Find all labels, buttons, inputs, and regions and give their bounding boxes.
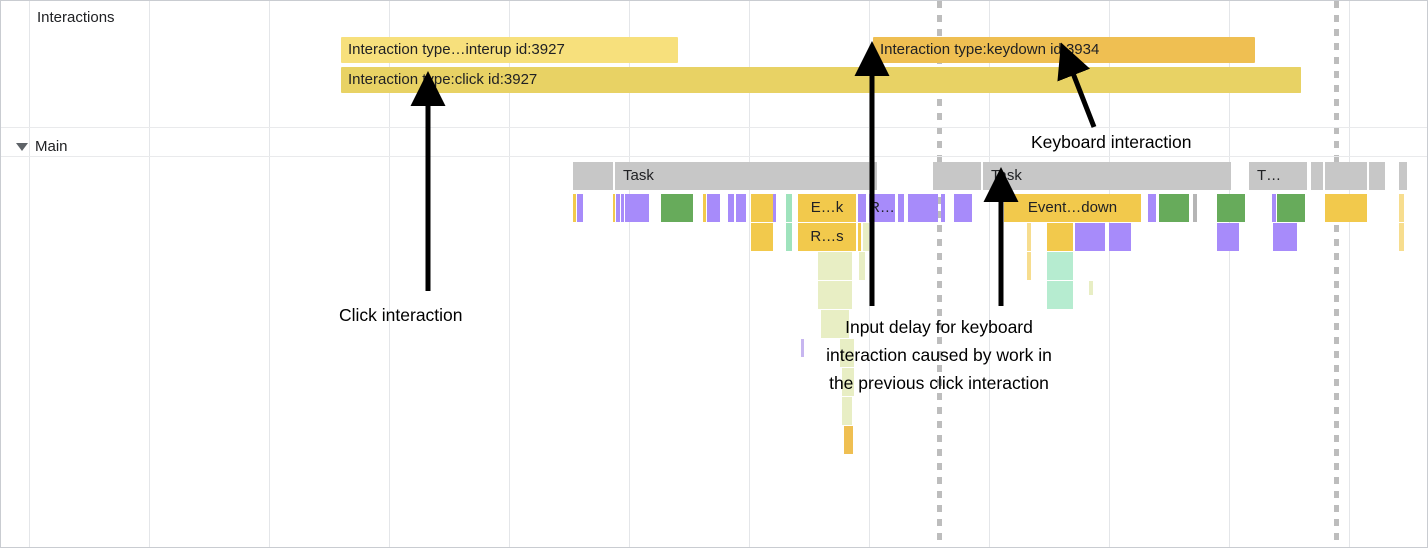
flame-bar-r1-9[interactable] [728, 194, 734, 222]
track-separator-0 [1, 127, 1427, 128]
gridline-0 [29, 1, 30, 547]
flame-bar-r1-22[interactable] [1148, 194, 1156, 222]
flame-bar-r1-2[interactable] [613, 194, 615, 222]
flame-bar-r1-4[interactable] [621, 194, 624, 222]
task-block-8[interactable] [1377, 162, 1385, 190]
flame-bar-deep-12[interactable] [844, 426, 853, 454]
flame-bar-r1-27[interactable] [1277, 194, 1305, 222]
flame-bar-r1-5[interactable] [625, 194, 649, 222]
flame-bar-deep-2[interactable] [1047, 252, 1073, 280]
flame-bar-r1-17[interactable] [898, 194, 904, 222]
flame-bar-r2-9[interactable] [1217, 223, 1239, 251]
flame-bar-r2-8[interactable] [1109, 223, 1131, 251]
flame-bar-r1-29[interactable] [1399, 194, 1404, 222]
gridline-2 [269, 1, 270, 547]
gridline-3 [389, 1, 390, 547]
gridline-4 [509, 1, 510, 547]
task-block-4[interactable]: T… [1249, 162, 1307, 190]
task-block-9[interactable] [1399, 162, 1407, 190]
gridline-9 [1109, 1, 1110, 547]
task-block-1[interactable]: Task [615, 162, 877, 190]
task-block-2[interactable] [933, 162, 981, 190]
flame-bar-deep-0[interactable] [818, 252, 852, 280]
flame-bar-r1-20[interactable] [954, 194, 972, 222]
flame-bar-r1-24[interactable] [1193, 194, 1197, 222]
task-block-0[interactable] [573, 162, 613, 190]
flame-bar-r2-1[interactable] [786, 223, 792, 251]
flame-bar-deep-8[interactable] [840, 339, 854, 367]
track-separator-1 [1, 156, 1427, 157]
gridline-11 [1349, 1, 1350, 547]
flame-bar-r1-3[interactable] [616, 194, 620, 222]
annotation-click-interaction: Click interaction [339, 305, 463, 325]
annotation-line: the previous click interaction [829, 373, 1049, 393]
flame-bar-deep-9[interactable] [801, 339, 804, 357]
flame-bar-r2-6[interactable] [1047, 223, 1073, 251]
flame-bar-r1-0[interactable] [573, 194, 576, 222]
flame-bar-deep-1[interactable] [859, 252, 865, 280]
annotation-input-delay: Input delay for keyboard interaction caus… [782, 313, 1096, 397]
dotted-marker-1 [1334, 1, 1339, 547]
gridline-8 [989, 1, 990, 547]
interaction-bar-keydown[interactable]: Interaction type:keydown id:3934 [873, 37, 1255, 63]
flame-bar-r2-11[interactable] [1399, 223, 1404, 251]
annotation-line: Input delay for keyboard [845, 317, 1033, 337]
flame-bar-r1-13[interactable] [786, 194, 792, 222]
flame-bar-deep-5[interactable] [1047, 281, 1073, 309]
flame-bar-r1-26[interactable] [1272, 194, 1276, 222]
interaction-bar-keydown-lower[interactable] [873, 67, 1301, 93]
flame-bar-r2-3[interactable] [858, 223, 861, 251]
flame-bar-r1-11[interactable] [751, 194, 773, 222]
annotation-line: interaction caused by work in [826, 345, 1052, 365]
flame-bar-r1-12[interactable] [773, 194, 776, 222]
flame-bar-r2-10[interactable] [1273, 223, 1297, 251]
flame-bar-r1-25[interactable] [1217, 194, 1245, 222]
flame-bar-deep-6[interactable] [1089, 281, 1093, 295]
flame-bar-r1-23[interactable] [1159, 194, 1189, 222]
task-block-6[interactable] [1325, 162, 1367, 190]
flame-bar-r1-8[interactable] [707, 194, 720, 222]
flame-bar-r2-4[interactable] [863, 223, 869, 251]
flame-bar-deep-10[interactable] [842, 368, 854, 396]
track-label-interactions[interactable]: Interactions [37, 9, 115, 26]
flame-bar-r1-16[interactable]: R… [869, 194, 895, 222]
gridline-6 [749, 1, 750, 547]
flame-bar-r2-5[interactable] [1027, 223, 1031, 251]
interaction-bar-pointerup[interactable]: Interaction type…interup id:3927 [341, 37, 678, 63]
annotation-keyboard-interaction: Keyboard interaction [1031, 132, 1192, 152]
flame-bar-r1-1[interactable] [577, 194, 583, 222]
triangle-down-icon[interactable] [16, 143, 28, 151]
flame-bar-r2-7[interactable] [1075, 223, 1105, 251]
flame-bar-r1-15[interactable] [858, 194, 866, 222]
task-block-5[interactable] [1311, 162, 1323, 190]
flame-bar-r1-19[interactable] [941, 194, 945, 222]
track-label-main[interactable]: Main [35, 138, 68, 155]
flame-bar-r2-0[interactable] [751, 223, 773, 251]
flame-bar-r1-7[interactable] [703, 194, 706, 222]
dotted-marker-0 [937, 1, 942, 547]
flame-bar-r2-2[interactable]: R…s [798, 223, 856, 251]
flame-bar-r1-18[interactable] [908, 194, 938, 222]
gridline-5 [629, 1, 630, 547]
flame-bar-r1-21[interactable]: Event…down [1004, 194, 1141, 222]
flame-bar-r1-6[interactable] [661, 194, 693, 222]
flame-bar-r1-10[interactable] [736, 194, 746, 222]
flame-bar-deep-11[interactable] [842, 397, 852, 425]
task-block-3[interactable]: Task [983, 162, 1231, 190]
flame-bar-r1-28[interactable] [1325, 194, 1367, 222]
task-block-7[interactable] [1369, 162, 1377, 190]
gridline-10 [1229, 1, 1230, 547]
flame-bar-deep-4[interactable] [818, 281, 852, 309]
flame-bar-deep-3[interactable] [1027, 252, 1031, 280]
flame-bar-deep-7[interactable] [821, 310, 849, 338]
gridline-1 [149, 1, 150, 547]
flame-bar-r1-14[interactable]: E…k [798, 194, 856, 222]
